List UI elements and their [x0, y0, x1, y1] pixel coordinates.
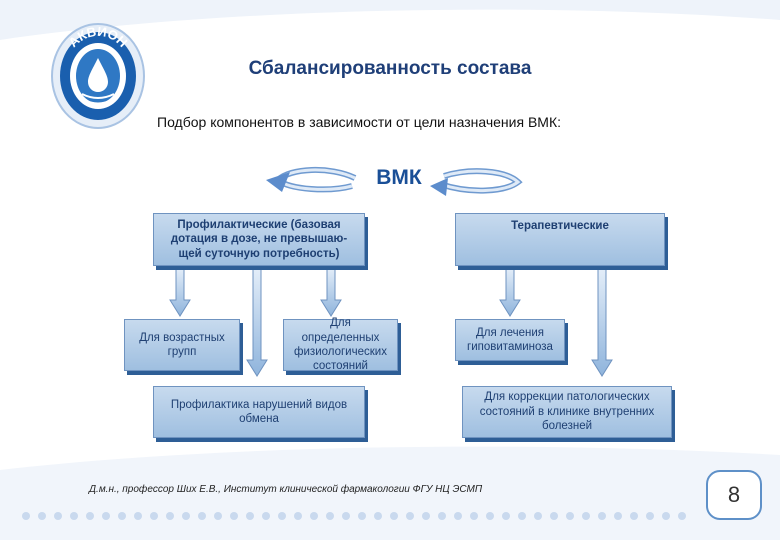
- box-physiological: Для определенных физиологических состоян…: [283, 317, 398, 372]
- footer-credit: Д.м.н., профессор Ших Е.В., Институт кли…: [89, 484, 483, 495]
- box-therapeutic: Терапевтические: [455, 213, 665, 266]
- vmk-label: ВМК: [376, 166, 422, 189]
- down-arrow: [320, 267, 342, 317]
- box-pathological: Для коррекции патологических состояний в…: [462, 386, 672, 438]
- down-arrow: [591, 267, 613, 377]
- box-age-groups: Для возрастных групп: [124, 319, 240, 371]
- curved-arrow-left: [266, 167, 357, 193]
- decorative-dots: [22, 512, 686, 520]
- box-hypovitaminosis: Для лечения гиповитаминоза: [455, 319, 565, 361]
- page-number: 8: [706, 470, 762, 520]
- box-metabolic: Профилактика нарушений видов обмена: [153, 386, 365, 438]
- down-arrow: [246, 267, 268, 377]
- slide-title: Сбалансированность состава: [248, 58, 532, 79]
- down-arrow: [499, 267, 521, 317]
- curved-arrow-right: [430, 168, 523, 196]
- box-prophylactic: Профилактические (базовая дотация в дозе…: [153, 213, 365, 266]
- slide-subtitle: Подбор компонентов в зависимости от цели…: [157, 114, 561, 130]
- down-arrow: [169, 267, 191, 317]
- akvion-logo: АКВИОН: [51, 23, 145, 129]
